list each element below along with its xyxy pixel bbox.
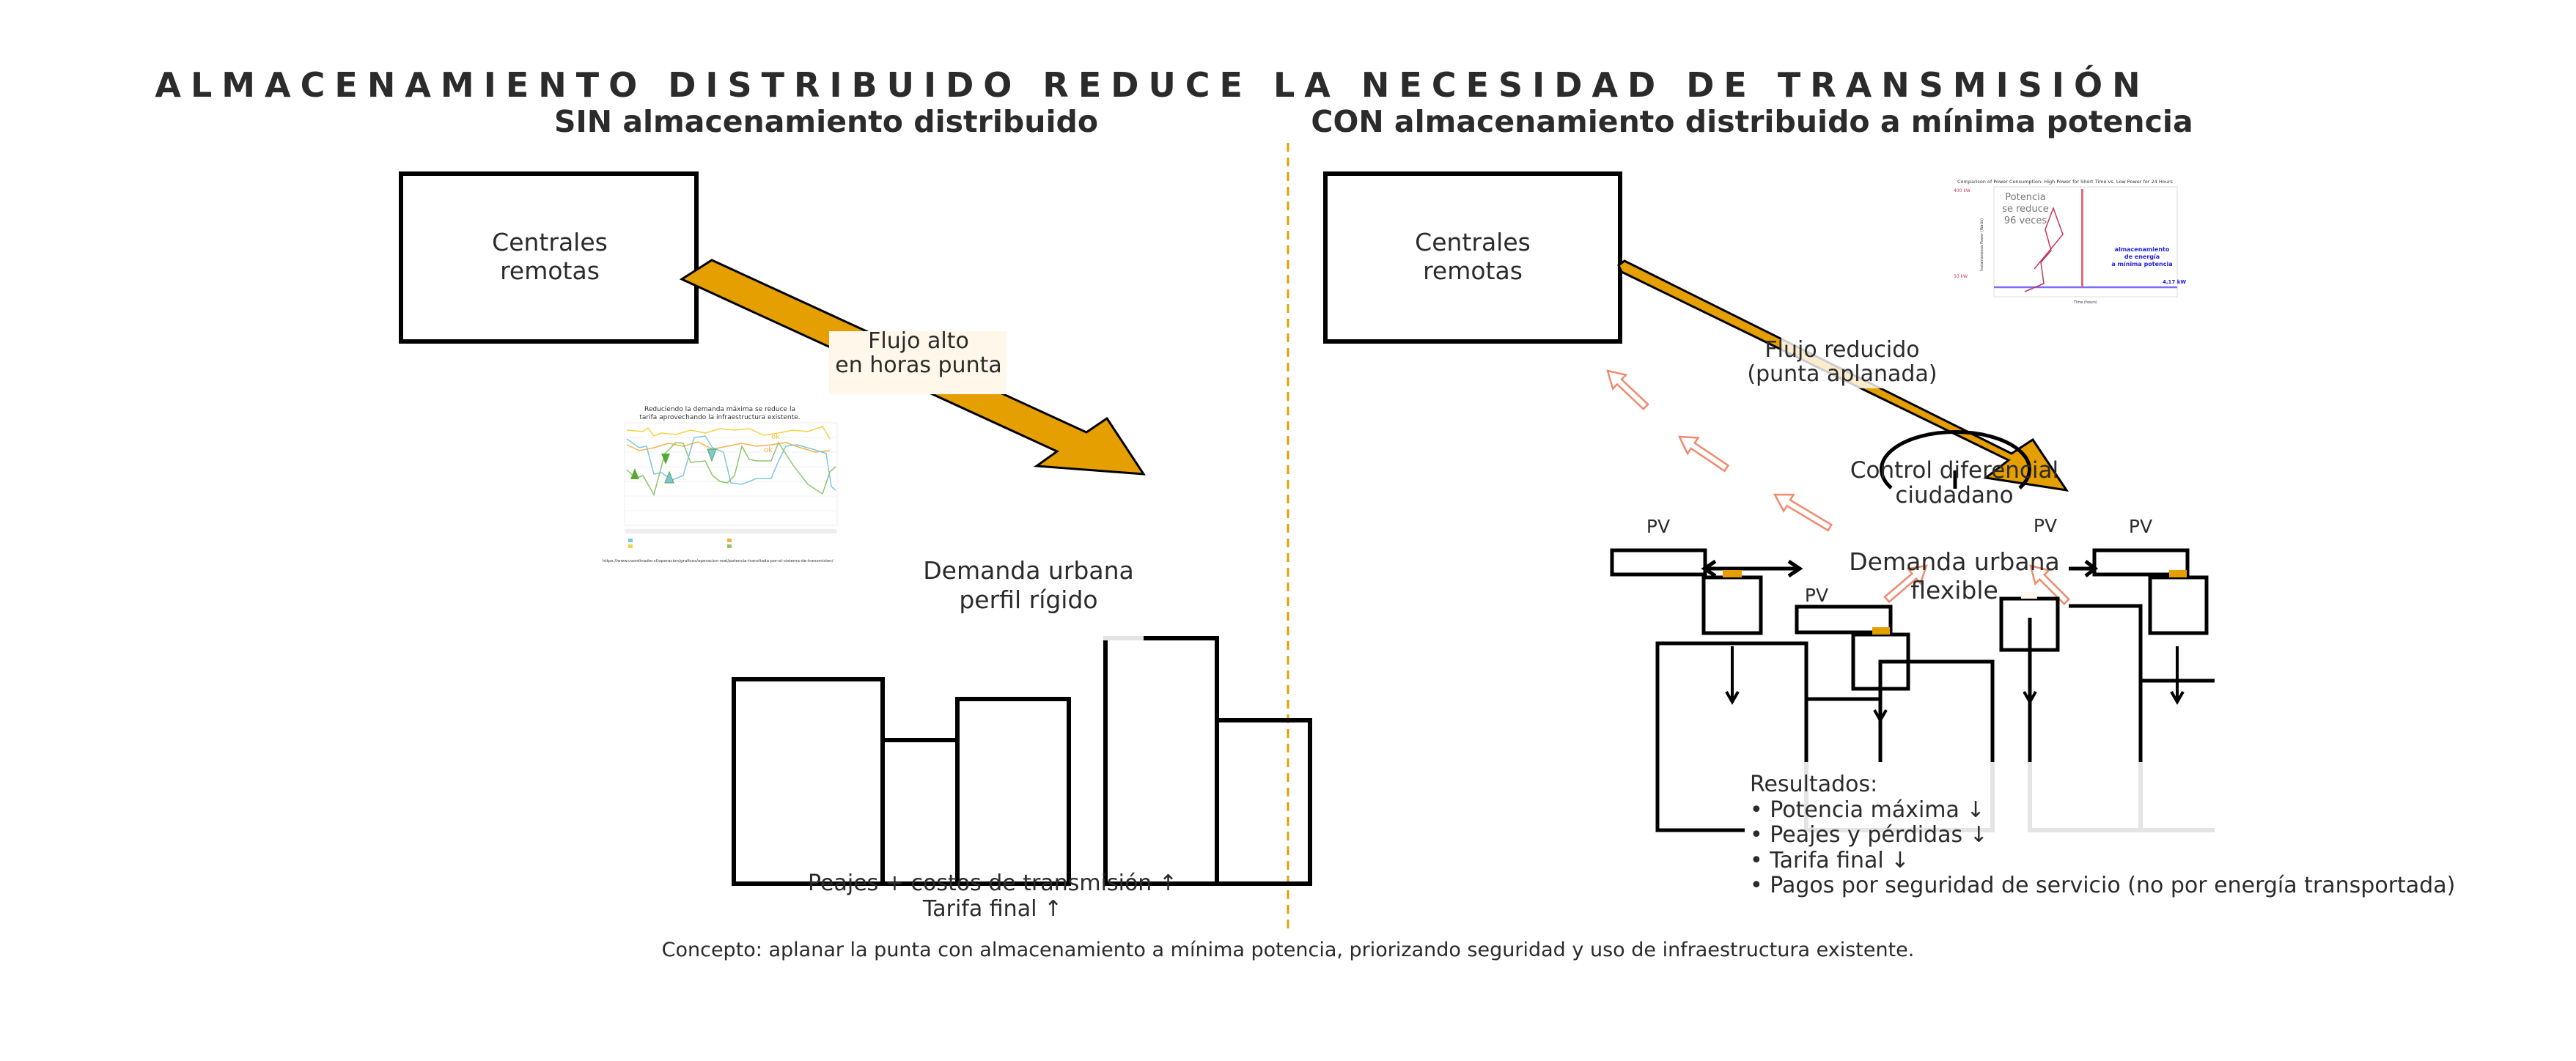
svg-text:Peajes + costos de transmisión: Peajes + costos de transmisión ↑ — [808, 870, 1177, 896]
control-loop-icon — [1880, 430, 2031, 489]
pv-label: PV — [2034, 515, 2057, 536]
svg-text:flexible: flexible — [1910, 576, 1998, 605]
svg-text:Comparison of Power Consumptio: Comparison of Power Consumption: High Po… — [1957, 179, 2173, 185]
svg-text:ok: ok — [764, 446, 773, 454]
svg-text:almacenamiento: almacenamiento — [2115, 246, 2170, 253]
svg-text:de energía: de energía — [2124, 254, 2160, 260]
right-plants-box: Centrales remotas — [1323, 171, 1622, 344]
svg-text:tarifa aprovechando la infraes: tarifa aprovechando la infraestructura e… — [639, 414, 800, 421]
pv-panels: PV PV PV PV — [1610, 515, 2190, 635]
svg-text:https://www.coordinador.cl/ope: https://www.coordinador.cl/operacion/gra… — [603, 559, 833, 563]
svg-text:Flujo reducido: Flujo reducido — [1764, 337, 1919, 363]
svg-text:Resultados:: Resultados: — [1750, 772, 1877, 797]
svg-text:Tarifa final ↑: Tarifa final ↑ — [922, 896, 1062, 922]
right-demand-label: Demanda urbana flexible — [1849, 547, 2059, 605]
series-yellow — [626, 426, 831, 440]
pv-label: PV — [2129, 516, 2152, 537]
svg-text:Flujo alto: Flujo alto — [868, 328, 969, 354]
rigid-city-buildings — [732, 636, 1312, 886]
left-subtitle: SIN almacenamiento distribuido — [554, 104, 1098, 139]
left-demand-label: Demanda urbana perfil rígido — [923, 556, 1133, 614]
concept-footer: Concepto: aplanar la punta con almacenam… — [662, 939, 1915, 961]
svg-text:(punta aplanada): (punta aplanada) — [1747, 361, 1937, 387]
svg-text:Reduciendo la demanda máxima s: Reduciendo la demanda máxima se reduce l… — [644, 406, 795, 413]
hollow-arrow-icon — [2029, 564, 2070, 605]
feedback-arrows — [1606, 369, 2070, 605]
result-item: • Peajes y pérdidas ↓ — [1750, 822, 1988, 848]
right-subtitle: CON almacenamiento distribuido a mínima … — [1311, 104, 2193, 139]
hollow-arrow-icon — [1677, 435, 1730, 473]
svg-text:remotas: remotas — [1423, 256, 1523, 285]
result-item: • Tarifa final ↓ — [1750, 848, 1909, 873]
svg-text:se reduce: se reduce — [2002, 204, 2049, 215]
series-green — [626, 441, 836, 496]
svg-text:ok: ok — [771, 433, 780, 441]
svg-text:Centrales: Centrales — [492, 228, 608, 256]
hollow-arrow-icon — [1606, 369, 1649, 411]
series-cyan — [626, 435, 836, 491]
reduced-flow-label: Flujo reducido (punta aplanada) — [1747, 333, 1937, 388]
svg-text:Demanda urbana: Demanda urbana — [923, 556, 1133, 585]
consumption-arrows — [1725, 646, 2185, 724]
svg-text:remotas: remotas — [500, 256, 600, 285]
left-plants-box: Centrales remotas — [399, 171, 699, 344]
control-label: Control diferencial ciudadano — [1850, 457, 2058, 509]
svg-text:a mínima potencia: a mínima potencia — [2111, 261, 2172, 267]
results-list: Resultados: • Potencia máxima ↓ • Peajes… — [1750, 772, 2455, 898]
svg-text:50 kW: 50 kW — [1954, 274, 1968, 279]
hollow-arrow-icon — [1883, 564, 1928, 604]
main-title: ALMACENAMIENTO DISTRIBUIDO REDUCE LA NEC… — [155, 65, 2149, 105]
svg-text:Control diferencial: Control diferencial — [1850, 457, 2058, 484]
power-comparison-inset-chart: Comparison of Power Consumption: High Po… — [1954, 179, 2186, 305]
pv-label: PV — [1805, 585, 1828, 606]
svg-text:Centrales: Centrales — [1415, 228, 1531, 256]
hollow-arrow-icon — [1773, 493, 1833, 532]
svg-text:4,17 kW: 4,17 kW — [2163, 279, 2186, 285]
svg-text:Instantaneous Power (Watts): Instantaneous Power (Watts) — [1980, 218, 1984, 271]
svg-text:en horas punta: en horas punta — [835, 352, 1001, 378]
batteries — [1701, 570, 2209, 691]
svg-text:Time (hours): Time (hours) — [2073, 300, 2097, 305]
transmission-power-inset-chart: Reduciendo la demanda máxima se reduce l… — [603, 406, 838, 563]
svg-text:Demanda urbana: Demanda urbana — [1849, 547, 2059, 576]
left-outcome: Peajes + costos de transmisión ↑ Tarifa … — [808, 870, 1177, 922]
series-orange — [626, 441, 831, 453]
svg-text:Potencia: Potencia — [2005, 192, 2045, 203]
pv-label: PV — [1646, 516, 1670, 537]
svg-text:perfil rígido: perfil rígido — [959, 585, 1097, 614]
result-item: • Pagos por seguridad de servicio (no po… — [1750, 873, 2455, 898]
svg-text:96 veces: 96 veces — [2004, 215, 2047, 226]
svg-text:ciudadano: ciudadano — [1895, 482, 2013, 509]
exchange-arrows — [1701, 559, 2099, 578]
svg-text:400 kW: 400 kW — [1954, 188, 1970, 193]
high-flow-label: Flujo alto en horas punta — [829, 328, 1007, 394]
result-item: • Potencia máxima ↓ — [1750, 797, 1985, 823]
